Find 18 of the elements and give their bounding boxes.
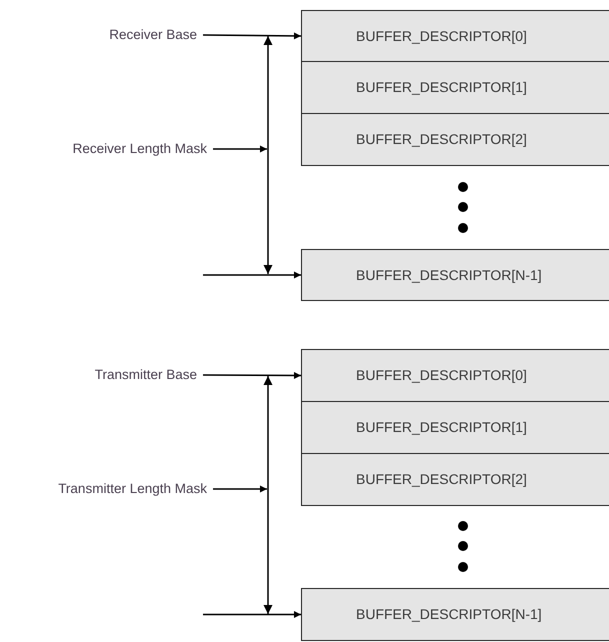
pointer-label: Transmitter Length Mask <box>0 479 207 499</box>
arrow <box>203 32 301 40</box>
pointer-label: Receiver Length Mask <box>0 139 207 159</box>
arrow <box>203 611 301 618</box>
arrow <box>203 372 301 379</box>
buffer-descriptor-box: BUFFER_DESCRIPTOR[0] <box>301 349 609 402</box>
arrow <box>213 146 267 152</box>
arrow <box>203 272 301 278</box>
buffer-descriptor-box: BUFFER_DESCRIPTOR[N-1] <box>301 249 609 301</box>
buffer-descriptor-box: BUFFER_DESCRIPTOR[1] <box>301 401 609 454</box>
pointer-label: Receiver Base <box>0 25 197 45</box>
buffer-descriptor-box: BUFFER_DESCRIPTOR[0] <box>301 10 609 62</box>
pointer-label: Transmitter Base <box>0 365 197 385</box>
buffer-descriptor-box: BUFFER_DESCRIPTOR[2] <box>301 453 609 506</box>
buffer-descriptor-box: BUFFER_DESCRIPTOR[N-1] <box>301 588 609 641</box>
buffer-descriptor-box: BUFFER_DESCRIPTOR[1] <box>301 61 609 114</box>
buffer-descriptor-box: BUFFER_DESCRIPTOR[2] <box>301 113 609 166</box>
arrow <box>213 486 267 492</box>
